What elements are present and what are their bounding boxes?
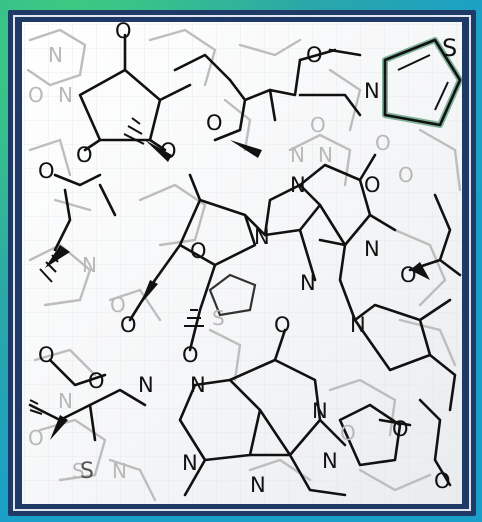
oxygen-label: O xyxy=(392,417,409,441)
nitrogen-label: N xyxy=(322,449,338,473)
wedge-bonds xyxy=(45,140,430,440)
thiazole-ring xyxy=(382,37,462,128)
faint-oxygen-label: O xyxy=(28,426,44,450)
nitrogen-label: N xyxy=(190,373,206,397)
faint-oxygen-label: O xyxy=(110,293,126,317)
nitrogen-label: N xyxy=(312,399,328,423)
oxygen-label: O xyxy=(120,313,137,337)
oxygen-label: O xyxy=(306,43,323,67)
structures xyxy=(26,28,462,502)
oxygen-label: O xyxy=(160,139,177,163)
nitrogen-label: N xyxy=(250,473,266,497)
faint-nitrogen-label: N xyxy=(112,459,127,483)
nitrogen-label: N xyxy=(182,451,198,475)
oxygen-label: O xyxy=(190,239,207,263)
oxygen-label: O xyxy=(38,159,55,183)
dark-atom-labels: N N N N N N N N N N N N O O O O O O O O … xyxy=(38,19,457,497)
faint-oxygen-label: O xyxy=(28,83,44,107)
frame-inner-line xyxy=(13,15,471,511)
faint-sulfur-label: S xyxy=(72,459,85,483)
sulfur-label: S xyxy=(80,459,94,484)
nitrogen-label: N xyxy=(290,173,306,197)
faint-nitrogen-label: N xyxy=(58,389,73,413)
oxygen-label: O xyxy=(76,143,93,167)
faint-nitrogen-label: N xyxy=(82,253,97,277)
nitrogen-label: N xyxy=(350,313,366,337)
oxygen-label: O xyxy=(88,369,105,393)
faint-oxygen-label: O xyxy=(375,131,391,155)
faint-oxygen-label: O xyxy=(398,163,414,187)
canvas-grid xyxy=(22,22,462,504)
oxygen-label: O xyxy=(364,173,381,197)
faint-oxygen-label: O xyxy=(310,113,326,137)
nitrogen-label: N xyxy=(364,237,380,261)
nitrogen-label: N xyxy=(254,225,270,249)
oxygen-label: O xyxy=(115,19,132,43)
dark-bonds xyxy=(28,33,462,497)
oxygen-label: O xyxy=(434,469,451,493)
nitrogen-label: N xyxy=(300,271,316,295)
sulfur-label: S xyxy=(442,34,457,62)
thiazole-ring-small xyxy=(208,273,257,317)
faint-atom-labels: N N N N N N N O O O O O O O S S xyxy=(28,43,414,483)
faint-nitrogen-label: N xyxy=(290,143,305,167)
nitrogen-label: N xyxy=(138,373,154,397)
faint-nitrogen-label: N xyxy=(48,43,63,67)
nitrogen-label: N xyxy=(364,79,380,103)
faint-nitrogen-label: N xyxy=(58,83,73,107)
hash-bonds xyxy=(29,117,204,415)
faint-oxygen-label: O xyxy=(340,421,356,445)
oxygen-label: O xyxy=(206,111,223,135)
oxygen-label: O xyxy=(182,343,199,367)
faint-bonds xyxy=(26,28,462,502)
faint-sulfur-label: S xyxy=(212,306,225,330)
oxygen-label: O xyxy=(38,343,55,367)
oxygen-label: O xyxy=(274,313,291,337)
oxygen-label: O xyxy=(400,263,417,287)
faint-nitrogen-label: N xyxy=(318,143,333,167)
